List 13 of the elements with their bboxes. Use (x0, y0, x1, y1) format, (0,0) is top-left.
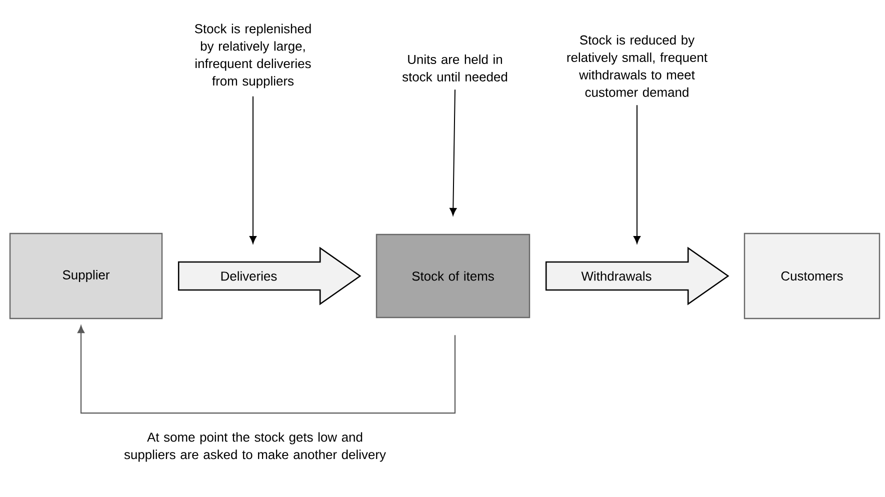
annotation-text: Units are held in stock until needed (402, 54, 508, 82)
annotation-text: Stock is reduced by relatively small, frequent withdrawals to meet customer demand (567, 35, 708, 97)
process-box: Supplier (9, 232, 163, 320)
arrow (633, 104, 641, 244)
annotation-text: Stock is replenished by relatively large, infrequent deliveries from suppliers (194, 24, 311, 88)
arrow (249, 96, 257, 244)
arrow (450, 89, 457, 216)
edge-label: At some point the stock gets low and suppliers are asked to make another delivery (124, 432, 386, 462)
process-box: Customers (744, 232, 880, 320)
edge-label: Withdrawals (580, 270, 653, 282)
feedback-arrow (78, 325, 456, 414)
process-box: Stock of items (376, 234, 530, 318)
edge-label: Deliveries (219, 270, 278, 282)
